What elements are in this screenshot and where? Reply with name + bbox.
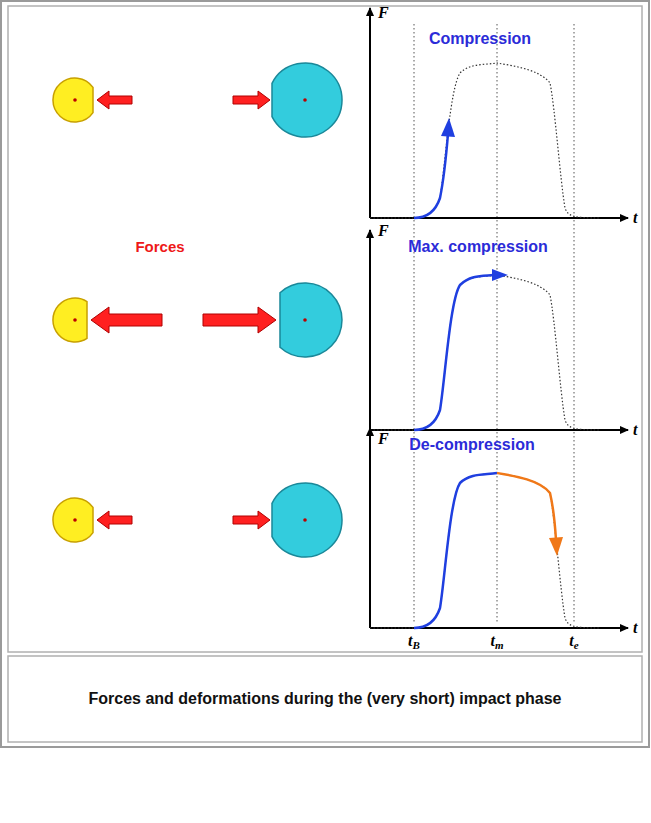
axis-label: t [633,209,637,227]
balls-de-compression [53,483,342,557]
graph-de-compression [370,428,628,628]
forces-label: Forces [135,238,184,255]
phase-title: Compression [429,30,531,48]
balls-max-compression [53,283,342,357]
outer-frame [1,1,649,747]
figure-caption: Forces and deformations during the (very… [45,689,605,710]
time-label: te [569,632,578,652]
figure-frame [8,6,642,652]
phase-title: Max. compression [408,238,548,256]
axis-label: F [378,4,389,22]
time-label: tm [490,632,503,652]
caption-frame [8,656,642,742]
time-markers [414,24,574,622]
axis-label: t [633,421,637,439]
graph-compression [370,8,628,218]
axis-label: F [378,430,389,448]
time-label: tB [408,632,420,652]
axis-label: t [633,619,637,637]
phase-title: De-compression [409,436,534,454]
graph-max-compression [370,230,628,430]
axis-label: F [378,222,389,240]
balls-compression [53,63,342,137]
